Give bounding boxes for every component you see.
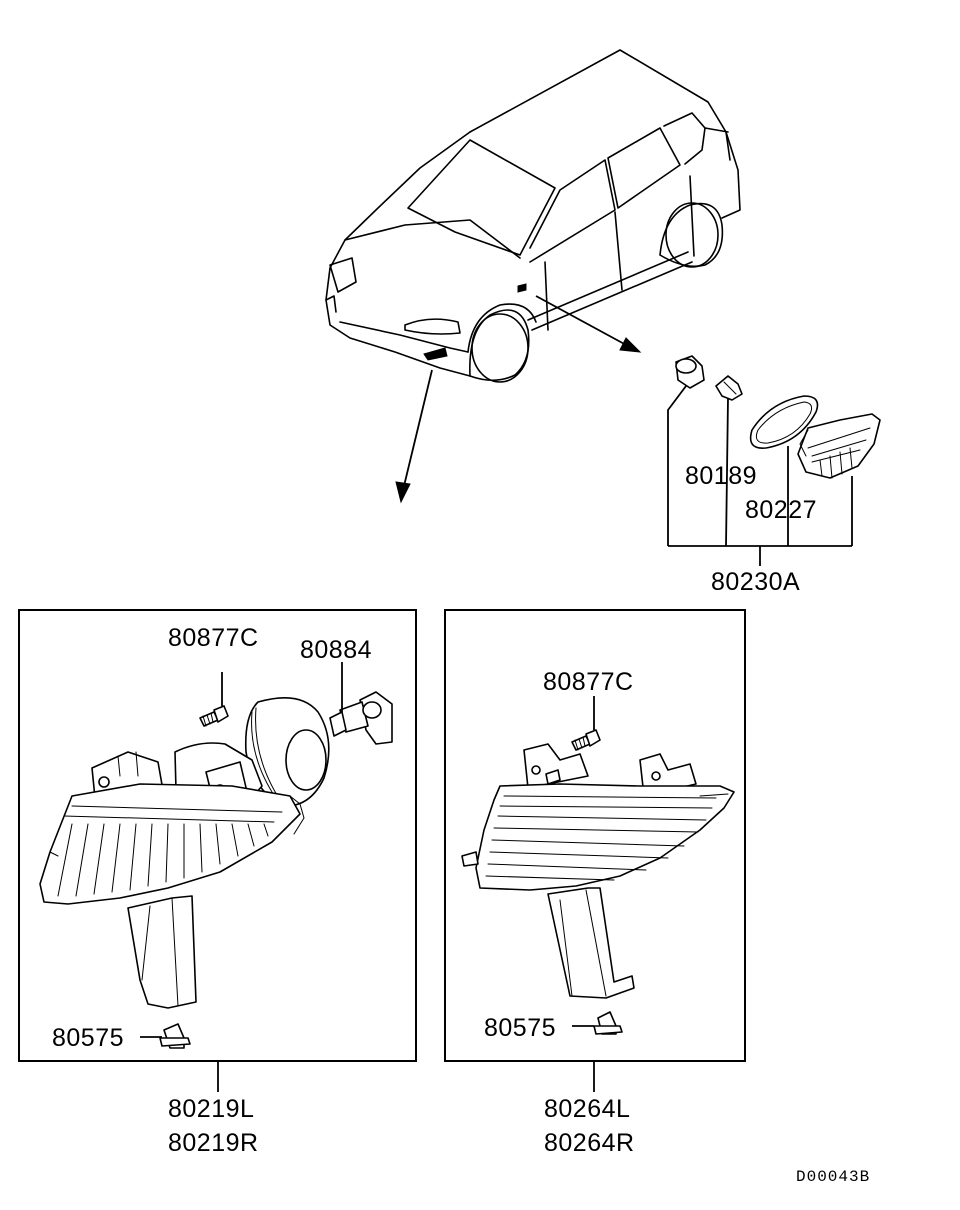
gasket-icon (749, 395, 819, 449)
cover-frame (444, 609, 746, 1062)
label-80884: 80884 (300, 636, 372, 664)
clip-icon (593, 1011, 623, 1035)
label-80575-right: 80575 (484, 1014, 556, 1042)
drawing-code: D00043B (796, 1168, 870, 1186)
label-80230a: 80230A (711, 568, 800, 596)
side-marker-parts (667, 355, 881, 566)
wedge-bulb-icon (715, 375, 743, 401)
lamp-boot-icon (244, 696, 330, 807)
clip-icon (159, 1023, 191, 1049)
screw-icon (571, 729, 601, 751)
screw-icon (199, 705, 229, 727)
label-80264l: 80264L (544, 1095, 630, 1123)
fog-bulb-icon (329, 691, 393, 745)
label-80189: 80189 (685, 462, 757, 490)
label-80575-left: 80575 (52, 1024, 124, 1052)
label-80264r: 80264R (544, 1129, 635, 1157)
label-80219l: 80219L (168, 1095, 254, 1123)
label-80219r: 80219R (168, 1129, 259, 1157)
label-80877c-right: 80877C (543, 668, 634, 696)
fog-lamp-assembly (39, 662, 393, 1049)
side-marker-lens-icon (797, 413, 881, 479)
cover-assembly (461, 696, 735, 1035)
label-80877c-left: 80877C (168, 624, 259, 652)
label-80227: 80227 (745, 496, 817, 524)
bulb-socket-icon (675, 355, 705, 389)
vehicle-illustration (325, 49, 741, 504)
